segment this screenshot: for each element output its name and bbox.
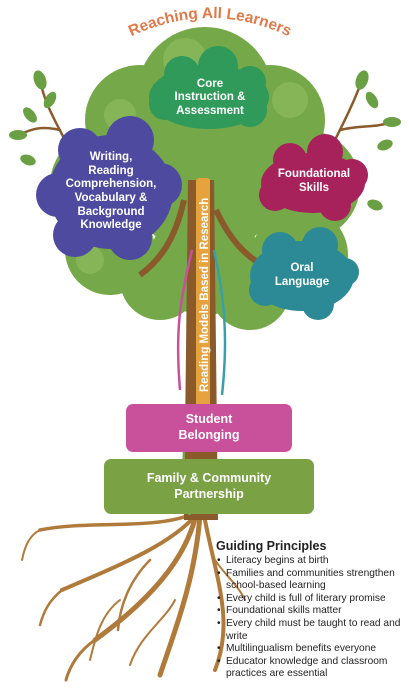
side-leaves [9,70,401,211]
family-community-box: Family & Community Partnership [104,459,314,514]
foundational-skills-blob [259,134,368,221]
principle-item: Families and communities strengthen scho… [217,568,406,593]
writing-reading-blob [36,116,182,260]
principle-item: Foundational skills matter [217,605,406,618]
writing-reading-label: Writing, Reading Comprehension, Vocabula… [65,151,157,232]
trunk-label: Reading Models Based in Research [199,198,211,392]
foundational-skills-label: Foundational Skills [277,168,351,194]
roots [21,512,246,682]
guiding-principles-heading: Guiding Principles [216,539,327,553]
principle-item: Every child must be taught to read and w… [217,618,406,643]
guiding-principles: Guiding Principles Literacy begins at bi… [216,539,406,681]
oral-language-label: Oral Language [274,262,330,288]
core-instruction-blob [149,46,269,129]
core-instruction-label: Core Instruction & Assessment [174,77,246,117]
principle-item: Every child is full of literary promise [217,593,406,606]
principle-item: Multilingualism benefits everyone [217,643,406,656]
student-belonging-box: Student Belonging [126,404,292,452]
guiding-principles-list: Literacy begins at birth Families and co… [216,555,406,681]
principle-item: Literacy begins at birth [217,555,406,568]
principle-item: Educator knowledge and classroom practic… [217,656,406,681]
oral-language-blob [249,227,359,320]
